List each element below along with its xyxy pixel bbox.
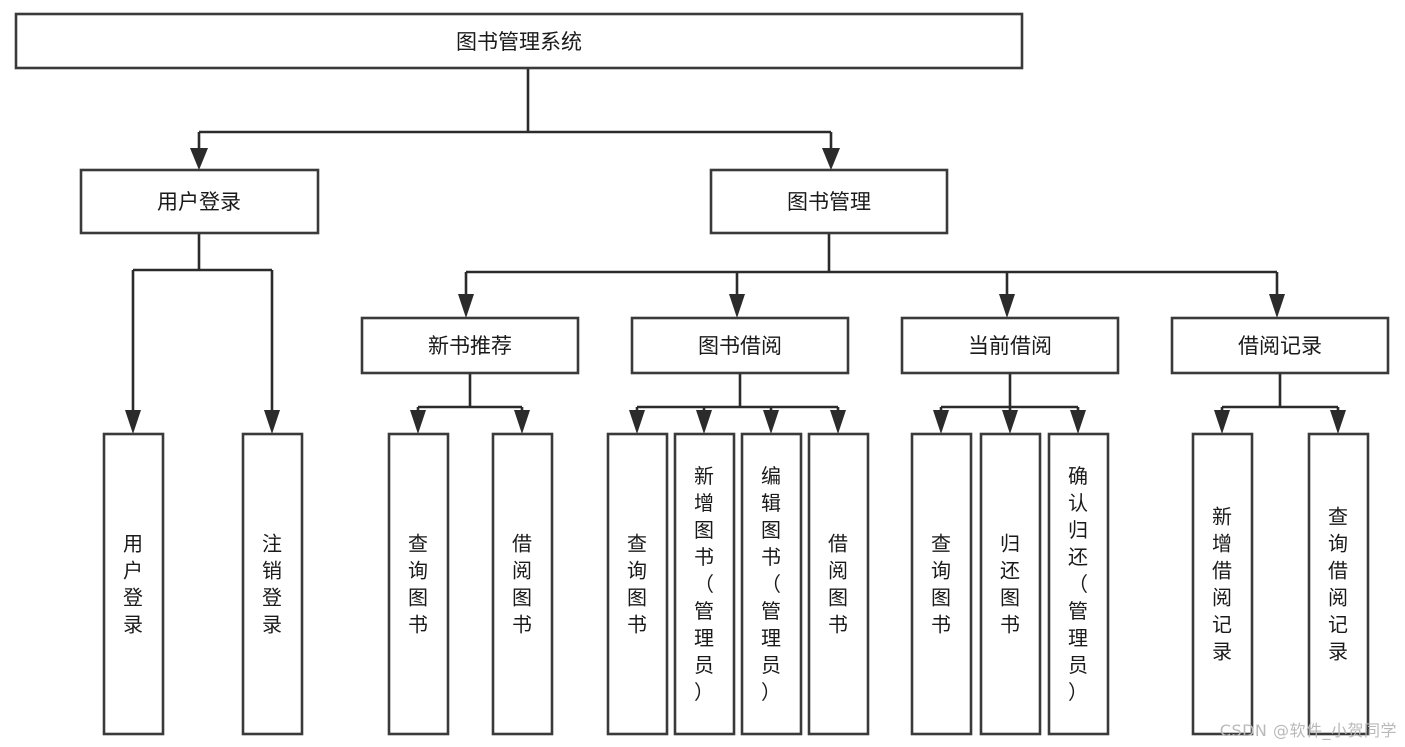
arrow-head-leaf-borrow-book-1 [514,410,530,434]
node-borrow-record-box[interactable] [1170,316,1390,375]
leaf-logout-login-label: 注销登录 [262,532,282,637]
leaf-query-book-2-label: 查询图书 [627,532,647,637]
leaf-edit-book-admin-box[interactable] [740,432,803,736]
leaf-borrow-book-2-box[interactable] [807,432,870,736]
leaf-query-book-1-label: 查询图书 [408,532,428,637]
leaf-query-book-3-label: 查询图书 [931,532,951,637]
leaf-return-book-box[interactable] [979,432,1042,736]
node-user-login-label: 用户登录 [157,190,241,214]
leaf-user-login-label: 用户登录 [123,532,143,637]
leaf-borrow-book-2[interactable]: 借阅图书 [807,432,870,736]
arrow-head-user-login [190,148,208,170]
node-user-login[interactable]: 用户登录 [79,168,320,235]
node-root-box[interactable] [14,12,1024,70]
arrow-head-book-manage [822,148,840,170]
leaf-logout-login-box[interactable] [241,432,304,736]
arrow-head-leaf-borrow-book-2 [830,410,846,434]
node-new-book-recommend-label: 新书推荐 [428,334,512,358]
node-root-label: 图书管理系统 [456,30,582,54]
csdn-watermark: CSDN @软件_小贺同学 [1219,721,1397,740]
leaf-query-book-3[interactable]: 查询图书 [910,432,973,736]
leaf-query-book-2[interactable]: 查询图书 [606,432,669,736]
node-book-manage-box[interactable] [709,168,949,235]
arrow-head-current-borrow [999,294,1015,318]
arrow-head-new-book-recommend [458,294,474,318]
leaf-add-borrow-record-box[interactable] [1191,432,1254,736]
node-current-borrow-label: 当前借阅 [968,334,1052,358]
node-book-manage[interactable]: 图书管理 [709,168,949,235]
arrow-head-leaf-query-book-3 [933,410,949,434]
leaf-add-book-admin[interactable]: 新增图书（管理员） [673,432,736,736]
arrow-head-leaf-query-borrow-record [1330,410,1346,434]
leaf-query-book-2-box[interactable] [606,432,669,736]
leaf-query-book-3-box[interactable] [910,432,973,736]
node-borrow-record-label: 借阅记录 [1238,334,1322,358]
leaf-edit-book-admin-label: 编辑图书（管理员） [761,464,781,704]
arrow-head-leaf-edit-book-admin [763,410,779,434]
arrow-head-borrow-record [1269,294,1285,318]
node-new-book-recommend[interactable]: 新书推荐 [360,316,580,375]
leaf-borrow-book-1-box[interactable] [491,432,554,736]
leaf-add-borrow-record[interactable]: 新增借阅记录 [1191,432,1254,736]
leaf-query-borrow-record[interactable]: 查询借阅记录 [1307,432,1370,736]
node-user-login-box[interactable] [79,168,320,235]
leaf-add-book-admin-box[interactable] [673,432,736,736]
leaf-query-book-1[interactable]: 查询图书 [387,432,450,736]
arrow-head-leaf-logout-login [264,410,280,434]
leaf-query-borrow-record-label: 查询借阅记录 [1328,505,1348,664]
arrow-head-leaf-query-book-2 [629,410,645,434]
node-book-borrow-label: 图书借阅 [698,334,782,358]
leaf-query-book-1-box[interactable] [387,432,450,736]
leaf-confirm-return-admin[interactable]: 确认归还（管理员） [1047,432,1110,736]
leaf-user-login-box[interactable] [102,432,165,736]
arrow-head-leaf-user-login [125,410,141,434]
node-book-borrow[interactable]: 图书借阅 [630,316,850,375]
node-book-manage-label: 图书管理 [787,190,871,214]
node-current-borrow[interactable]: 当前借阅 [900,316,1120,375]
node-root[interactable]: 图书管理系统 [14,12,1024,70]
arrow-head-leaf-query-book-1 [410,410,426,434]
arrow-head-leaf-return-book [1002,410,1018,434]
arrow-head-book-borrow [729,294,745,318]
leaf-edit-book-admin[interactable]: 编辑图书（管理员） [740,432,803,736]
leaf-borrow-book-2-label: 借阅图书 [828,532,848,637]
node-new-book-recommend-box[interactable] [360,316,580,375]
leaf-borrow-book-1[interactable]: 借阅图书 [491,432,554,736]
arrow-head-leaf-add-book-admin [696,410,712,434]
leaf-add-book-admin-label: 新增图书（管理员） [694,464,714,704]
leaf-return-book[interactable]: 归还图书 [979,432,1042,736]
leaf-confirm-return-admin-box[interactable] [1047,432,1110,736]
node-borrow-record[interactable]: 借阅记录 [1170,316,1390,375]
leaf-confirm-return-admin-label: 确认归还（管理员） [1068,464,1088,704]
arrow-head-leaf-confirm-return-admin [1070,410,1086,434]
leaf-add-borrow-record-label: 新增借阅记录 [1212,505,1232,664]
connector-layer [125,68,1346,434]
leaf-borrow-book-1-label: 借阅图书 [512,532,532,637]
leaf-query-borrow-record-box[interactable] [1307,432,1370,736]
leaf-logout-login[interactable]: 注销登录 [241,432,304,736]
leaf-return-book-label: 归还图书 [1000,532,1020,637]
node-book-borrow-box[interactable] [630,316,850,375]
arrow-head-leaf-add-borrow-record [1214,410,1230,434]
node-current-borrow-box[interactable] [900,316,1120,375]
leaf-user-login[interactable]: 用户登录 [102,432,165,736]
